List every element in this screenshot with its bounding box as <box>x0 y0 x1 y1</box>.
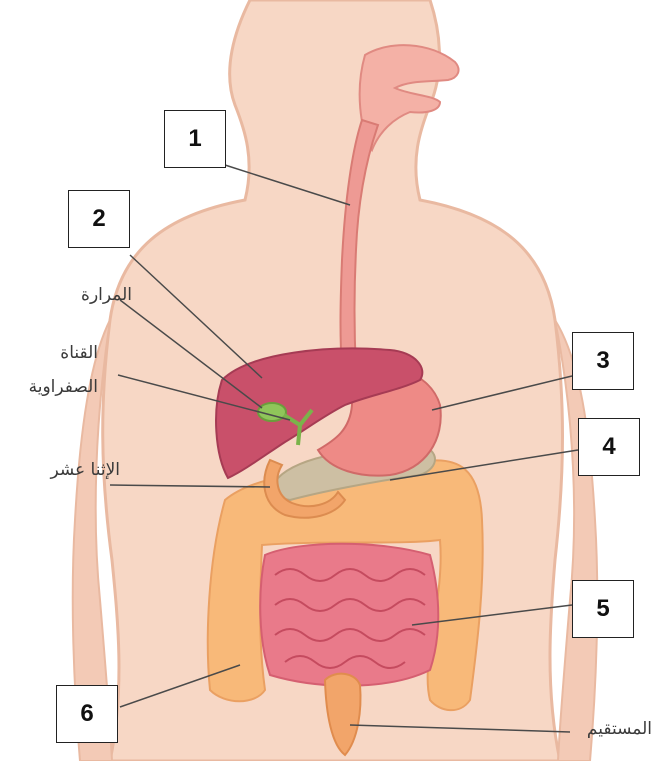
label-rectum: المستقيم <box>587 719 652 739</box>
label-bile-duct-line1: القناة <box>60 343 98 363</box>
number-box-6: 6 <box>56 685 118 743</box>
number-box-1: 1 <box>164 110 226 168</box>
label-gallbladder: المرارة <box>81 285 132 305</box>
number-box-2: 2 <box>68 190 130 248</box>
label-bile-duct-line2: الصفراوية <box>29 377 98 397</box>
number-box-4: 4 <box>578 418 640 476</box>
number-box-3: 3 <box>572 332 634 390</box>
label-duodenum: الإثنا عشر <box>50 460 120 480</box>
number-box-5: 5 <box>572 580 634 638</box>
small-intestine <box>260 544 438 686</box>
